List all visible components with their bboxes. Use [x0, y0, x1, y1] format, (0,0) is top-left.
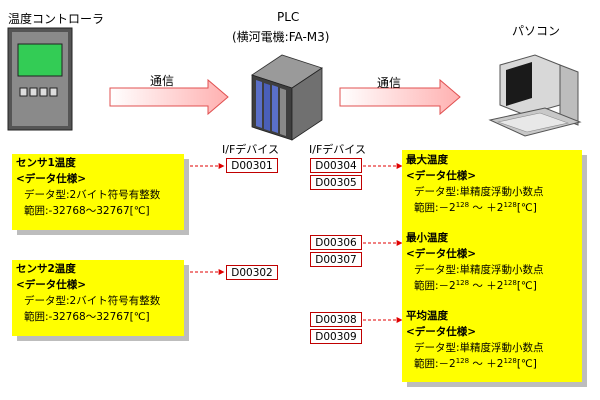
sensor-title: センサ2温度 — [16, 263, 76, 275]
register-box: D00306 — [310, 235, 362, 250]
register-box: D00301 — [226, 158, 278, 173]
spec-heading: <データ仕様> — [16, 279, 87, 291]
if-device-label-right: I/Fデバイス — [309, 143, 366, 156]
spec-heading: <データ仕様> — [16, 173, 87, 185]
data-type-line: データ型:単精度浮動小数点 — [414, 264, 544, 276]
output-title: 平均温度 — [406, 310, 448, 322]
output-block-min: 最小温度 <データ仕様> データ型:単精度浮動小数点 範囲:－2128 ～ ＋2… — [406, 230, 578, 308]
plc-model-label: (横河電機:FA-M3) — [232, 30, 330, 44]
communication-arrow-left — [109, 78, 229, 116]
personal-computer-icon — [488, 54, 582, 137]
controller-label: 温度コントローラ — [8, 12, 105, 26]
range-line: 範囲:-32768～32767[℃] — [24, 311, 150, 323]
output-title: 最大温度 — [406, 154, 448, 166]
output-title: 最小温度 — [406, 232, 448, 244]
data-type-line: データ型:単精度浮動小数点 — [414, 186, 544, 198]
spec-heading: <データ仕様> — [406, 170, 477, 182]
output-block-avg: 平均温度 <データ仕様> データ型:単精度浮動小数点 範囲:－2128 ～ ＋2… — [406, 308, 578, 372]
spec-heading: <データ仕様> — [406, 326, 477, 338]
plc-label: PLC — [277, 10, 300, 24]
range-line: 範囲:－2128 ～ ＋2128[℃] — [414, 357, 537, 371]
register-box: D00307 — [310, 252, 362, 267]
register-box: D00305 — [310, 175, 362, 190]
output-note-panel: 最大温度 <データ仕様> データ型:単精度浮動小数点 範囲:－2128 ～ ＋2… — [402, 150, 582, 382]
range-line: 範囲:-32768～32767[℃] — [24, 205, 150, 217]
range-line: 範囲:－2128 ～ ＋2128[℃] — [414, 279, 537, 293]
data-type-line: データ型:2バイト符号有整数 — [24, 189, 161, 201]
pc-label: パソコン — [512, 24, 561, 38]
output-block-max: 最大温度 <データ仕様> データ型:単精度浮動小数点 範囲:－2128 ～ ＋2… — [406, 152, 578, 230]
data-type-line: データ型:単精度浮動小数点 — [414, 342, 544, 354]
communication-label-left: 通信 — [150, 74, 175, 88]
spec-heading: <データ仕様> — [406, 248, 477, 260]
temperature-controller-icon — [7, 27, 73, 131]
register-box: D00304 — [310, 158, 362, 173]
if-device-label-left: I/Fデバイス — [222, 143, 279, 156]
sensor-note: センサ1温度 <データ仕様> データ型:2バイト符号有整数 範囲:-32768～… — [12, 154, 184, 230]
range-line: 範囲:－2128 ～ ＋2128[℃] — [414, 201, 537, 215]
communication-arrow-right — [339, 78, 461, 116]
sensor-note: センサ2温度 <データ仕様> データ型:2バイト符号有整数 範囲:-32768～… — [12, 260, 184, 336]
communication-label-right: 通信 — [377, 76, 402, 90]
register-box: D00308 — [310, 312, 362, 327]
register-box: D00309 — [310, 329, 362, 344]
sensor-title: センサ1温度 — [16, 157, 76, 169]
register-box: D00302 — [226, 265, 278, 280]
data-type-line: データ型:2バイト符号有整数 — [24, 295, 161, 307]
plc-icon — [251, 54, 323, 141]
